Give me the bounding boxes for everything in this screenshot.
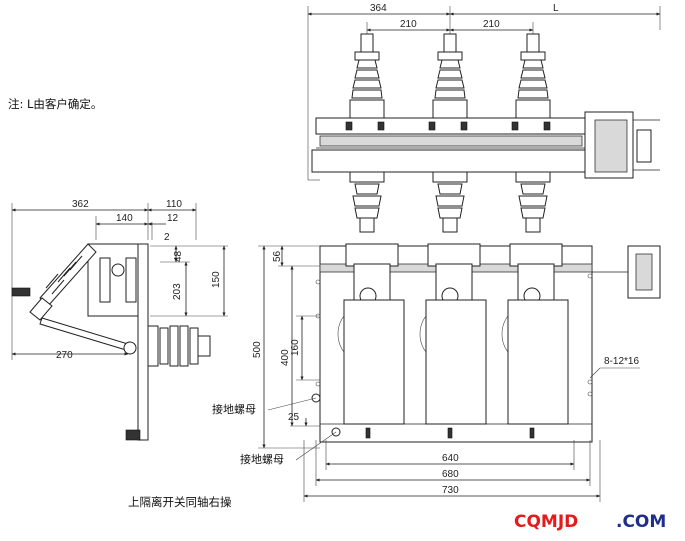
ground-nut-label-1: 接地螺母 (212, 403, 256, 416)
frame-bolts (345, 121, 551, 131)
phase-unit-1 (337, 243, 405, 425)
dim-203: 203 (172, 283, 183, 300)
dim-110: 110 (166, 199, 182, 210)
dim-2: 2 (164, 232, 170, 243)
operating-bar (137, 243, 149, 441)
link-arm (39, 317, 129, 351)
pivot (123, 341, 137, 355)
insulator-arm (11, 243, 97, 321)
dim-150: 150 (211, 271, 222, 288)
bar-foot (125, 429, 141, 441)
dim-L: L (553, 3, 559, 14)
top-view: 364 L 210 210 (307, 3, 661, 233)
dim-56: 56 (272, 250, 283, 262)
watermark-brand: CQMJD (514, 512, 578, 532)
upper-insulator-3 (515, 33, 551, 119)
dim-140: 140 (116, 213, 133, 224)
lower-insulator-3 (515, 171, 551, 233)
phase-unit-3 (501, 243, 569, 425)
lower-insulator-2 (432, 171, 468, 233)
ground-nut-label-2: 接地螺母 (240, 453, 284, 466)
dim-400: 400 (280, 349, 291, 366)
upper-insulator-1 (349, 33, 385, 119)
dim-640: 640 (442, 453, 459, 464)
upper-insulator-2 (432, 33, 468, 119)
dim-210-b: 210 (483, 19, 500, 30)
dim-680: 680 (442, 469, 459, 480)
dim-364: 364 (370, 3, 387, 14)
side-view: 362 110 140 12 2 48 203 150 270 (11, 199, 228, 441)
note-text: 注: L由客户确定。 (8, 97, 102, 111)
watermark-suffix: .COM (616, 512, 666, 532)
phase-unit-2 (419, 243, 487, 425)
dim-12: 12 (167, 213, 179, 224)
front-view: 500 56 400 160 25 640 680 730 (252, 243, 661, 502)
view-caption: 上隔离开关同轴右操 (128, 495, 232, 509)
dim-210-a: 210 (400, 19, 417, 30)
dim-160: 160 (290, 339, 301, 356)
bottom-slots (365, 427, 535, 439)
watermark: CQMJD .COM (514, 512, 666, 532)
dim-730: 730 (442, 485, 459, 496)
dim-48: 48 (173, 250, 184, 262)
lower-insulator-1 (349, 171, 385, 233)
dim-270: 270 (56, 350, 73, 361)
bolt-spec-label: 8-12*16 (604, 356, 639, 367)
dim-362: 362 (72, 199, 89, 210)
dim-25: 25 (288, 412, 300, 423)
dim-500: 500 (252, 341, 263, 358)
side-insulator (147, 325, 211, 367)
